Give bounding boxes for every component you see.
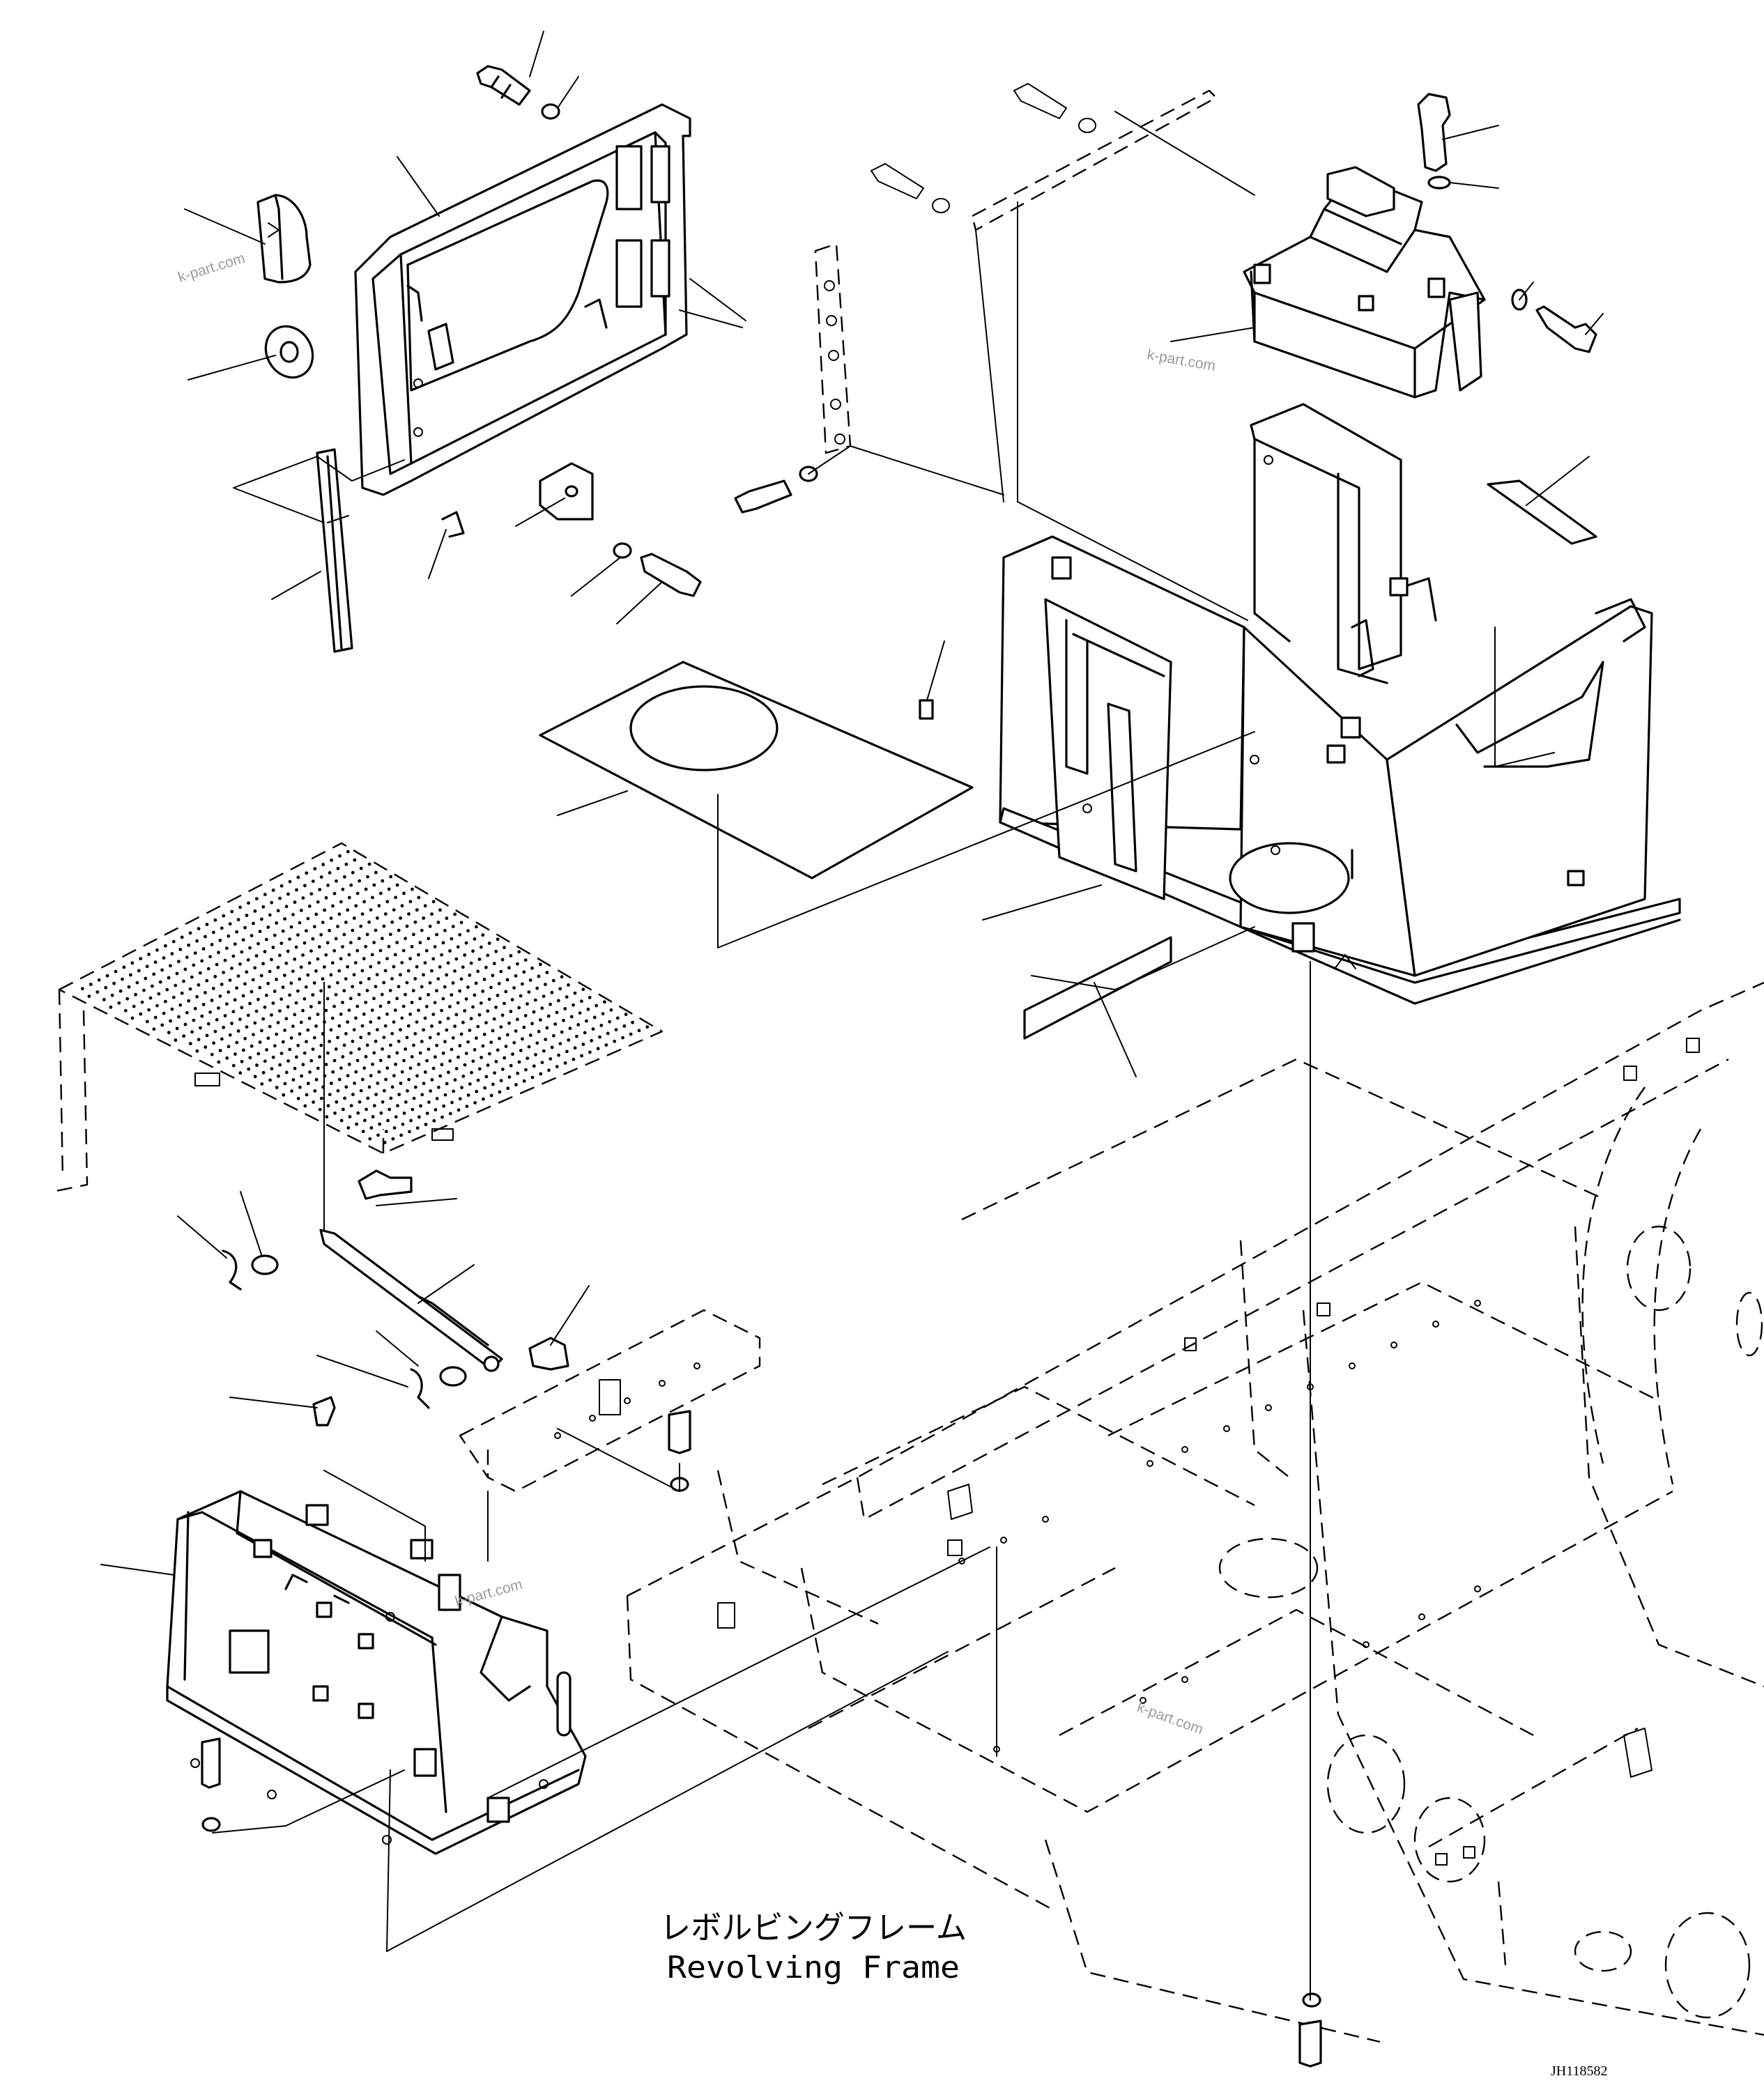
revolving-frame (626, 981, 1764, 2043)
inspection-cover-frame (354, 103, 691, 496)
watermark-1: k-part.com (176, 250, 247, 286)
caption-english: Revolving Frame (667, 1950, 960, 1985)
battery-base-bracket (166, 1490, 587, 1855)
battery-box (999, 403, 1681, 1005)
loose-parts (201, 65, 1597, 2068)
watermark-4: k-part.com (1135, 1699, 1205, 1738)
caption-japanese: レボルビングフレーム (660, 1909, 967, 1946)
battery-cover (1243, 166, 1486, 399)
perforated-floor-plate (52, 842, 664, 1193)
watermark-3: k-part.com (453, 1576, 524, 1610)
bracket-rail (459, 1309, 761, 1493)
watermark-2: k-part.com (1146, 346, 1217, 374)
caption-block: レボルビングフレーム Revolving Frame (660, 1909, 967, 1985)
leader-lines (100, 31, 1604, 2001)
drawing-code: JH118582 (1551, 2063, 1607, 2079)
floor-perforations (81, 850, 650, 1144)
